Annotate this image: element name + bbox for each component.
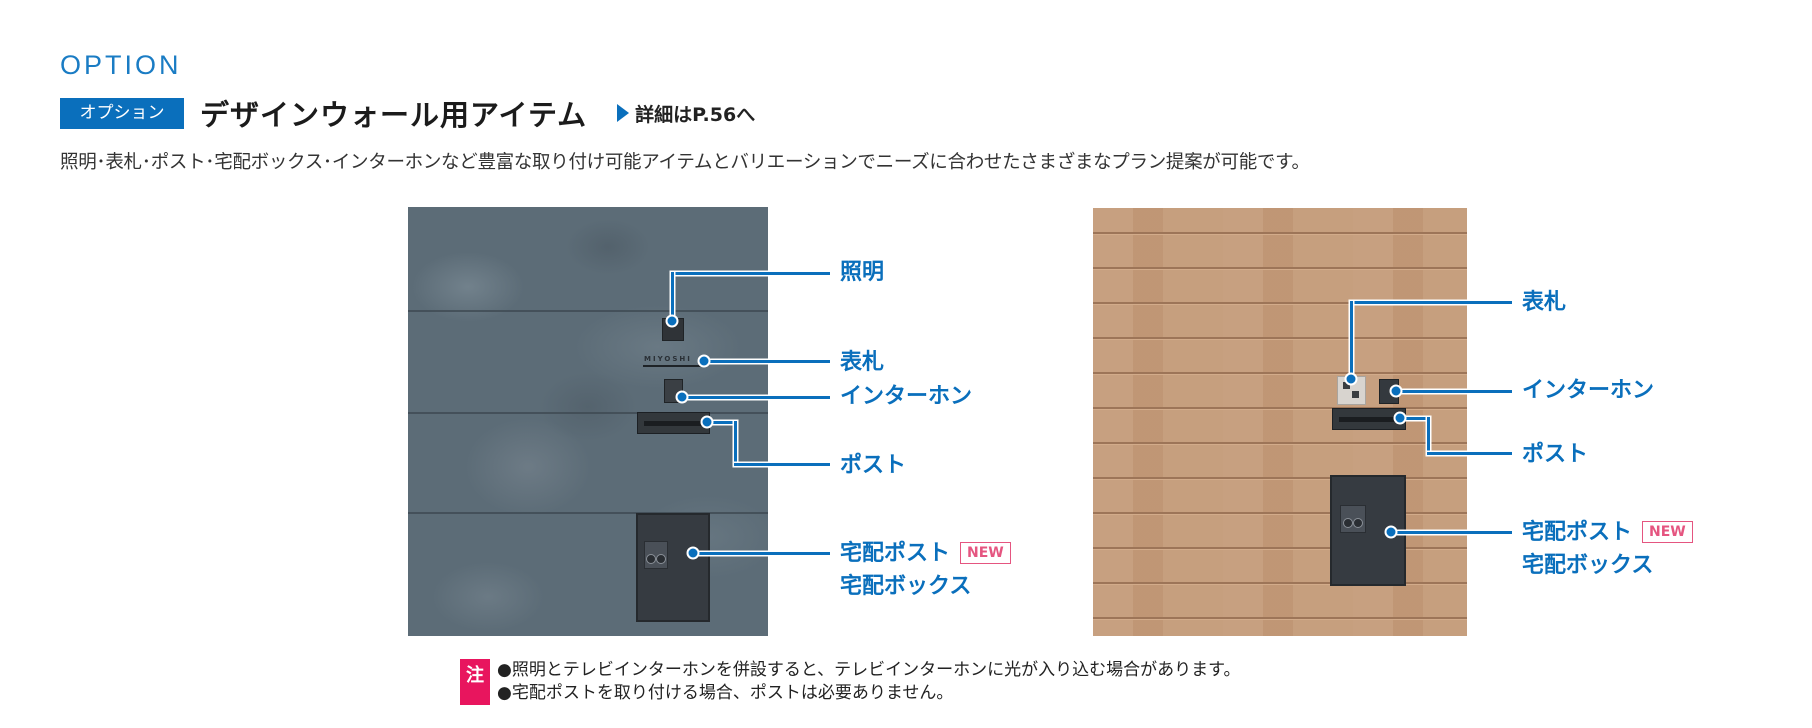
leader-line-post <box>1427 417 1430 454</box>
knob-icon <box>1353 518 1363 528</box>
knob-icon <box>1343 518 1353 528</box>
leader-line-post <box>734 463 830 466</box>
leader-line-intercom <box>682 396 830 399</box>
triangle-right-icon <box>617 104 630 122</box>
delivery-post-text: 宅配ポスト <box>840 541 951 566</box>
title-row: オプション デザインウォール用アイテム 詳細はP.56へ <box>60 97 755 132</box>
mailbox-slot <box>637 412 710 434</box>
leader-line-lighting <box>672 272 830 275</box>
note-badge: 注 <box>460 659 490 705</box>
label-nameplate[interactable]: 表札 <box>1522 290 1567 315</box>
pointer-dot-post <box>700 415 714 429</box>
knob-icon <box>646 554 656 564</box>
leader-line-nameplate <box>704 360 830 363</box>
nameplate-text: MIYOSHI <box>644 355 692 363</box>
pointer-dot-post <box>1393 411 1407 425</box>
leader-line-post <box>1427 452 1512 455</box>
option-badge: オプション <box>60 97 184 129</box>
delivery-box <box>636 513 710 622</box>
option-heading: OPTION <box>60 50 182 80</box>
delivery-post-text: 宅配ポスト <box>1522 520 1633 545</box>
label-post[interactable]: ポスト <box>840 453 907 478</box>
label-post[interactable]: ポスト <box>1522 442 1589 467</box>
leader-line-post <box>1400 417 1429 420</box>
leader-line-intercom <box>1396 390 1512 393</box>
label-delivery-box[interactable]: 宅配ボックス <box>1522 553 1654 578</box>
page-title: デザインウォール用アイテム <box>200 98 588 132</box>
nameplate-bar <box>643 365 703 367</box>
knob-icon <box>656 554 666 564</box>
leader-line-delivery <box>693 552 830 555</box>
detail-link-label: 詳細はP.56へ <box>635 103 756 126</box>
label-intercom[interactable]: インターホン <box>1522 378 1655 403</box>
pointer-dot-intercom <box>675 390 689 404</box>
label-intercom[interactable]: インターホン <box>840 384 973 409</box>
pointer-dot-nameplate <box>1344 372 1358 386</box>
pointer-dot-delivery <box>1384 525 1398 539</box>
delivery-box-lock-panel <box>644 541 668 569</box>
wood-design-wall-image <box>1093 208 1467 636</box>
panel-seam <box>408 412 768 414</box>
leader-line-delivery <box>1391 531 1512 534</box>
leader-line-post <box>734 421 737 466</box>
leader-line-lighting <box>671 272 674 322</box>
notes: 注 ●照明とテレビインターホンを併設すると、テレビインターホンに光が入り込む場合… <box>460 659 1240 705</box>
pointer-dot-intercom <box>1389 384 1403 398</box>
label-delivery-post[interactable]: 宅配ポスト NEW <box>840 541 1011 567</box>
label-delivery-post[interactable]: 宅配ポスト NEW <box>1522 520 1693 546</box>
delivery-box-lock-panel <box>1340 505 1366 533</box>
label-lighting[interactable]: 照明 <box>840 260 885 285</box>
note-item: ●照明とテレビインターホンを併設すると、テレビインターホンに光が入り込む場合があ… <box>497 660 1241 680</box>
pointer-dot-nameplate <box>697 354 711 368</box>
detail-page-link[interactable]: 詳細はP.56へ <box>617 100 755 127</box>
leader-line-nameplate <box>1350 301 1353 379</box>
new-badge: NEW <box>1642 521 1693 543</box>
panel-seam <box>408 310 768 312</box>
label-nameplate[interactable]: 表札 <box>840 350 885 375</box>
pointer-dot-lighting <box>665 314 679 328</box>
description: 照明･表札･ポスト･宅配ボックス･インターホンなど豊富な取り付け可能アイテムとバ… <box>60 152 1310 173</box>
new-badge: NEW <box>960 542 1011 564</box>
leader-line-post <box>707 421 736 424</box>
note-item: ●宅配ポストを取り付ける場合、ポストは必要ありません。 <box>497 683 954 703</box>
leader-line-nameplate <box>1351 301 1512 304</box>
panel-seam <box>408 512 768 514</box>
label-delivery-box[interactable]: 宅配ボックス <box>840 574 972 599</box>
pointer-dot-delivery <box>686 546 700 560</box>
note-lines: ●照明とテレビインターホンを併設すると、テレビインターホンに光が入り込む場合があ… <box>497 659 1240 705</box>
